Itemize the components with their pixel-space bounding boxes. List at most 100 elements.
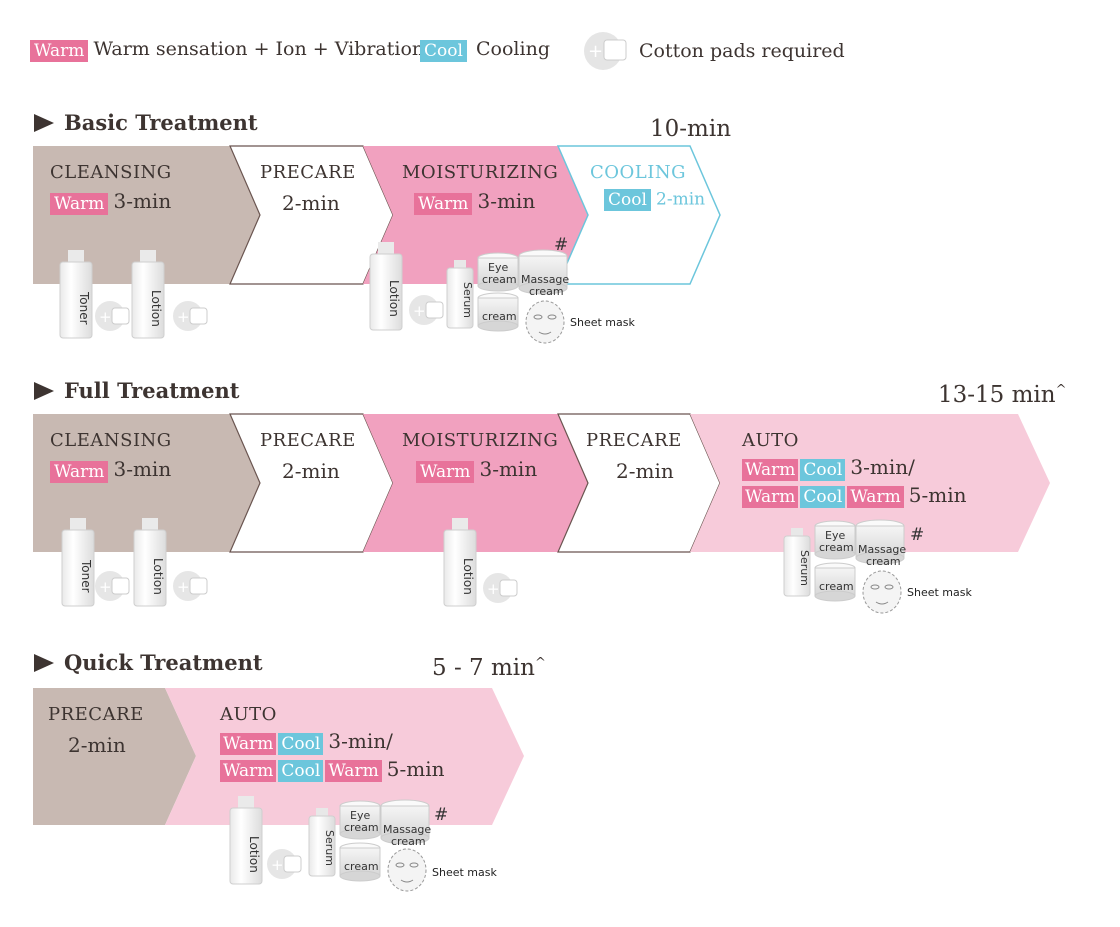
svg-text:Eye: Eye bbox=[825, 529, 845, 542]
warm-badge: Warm bbox=[220, 732, 277, 755]
basic-toner-bottle: Toner bbox=[59, 249, 93, 339]
full-moist-arrow bbox=[363, 414, 588, 552]
full-lotion-bottle: Lotion bbox=[133, 517, 167, 607]
basic-total: 10-min bbox=[650, 116, 732, 142]
svg-text:Lotion: Lotion bbox=[461, 558, 475, 595]
legend-pads-desc: Cotton pads required bbox=[639, 40, 845, 62]
basic-toner-pad bbox=[94, 300, 130, 332]
full-title: Full Treatment bbox=[34, 378, 239, 403]
basic-step-precare: PRECARE 2-min bbox=[260, 162, 356, 215]
full-lotion2-bottle: Lotion bbox=[443, 517, 477, 607]
warm-badge: Warm bbox=[414, 192, 473, 215]
svg-text:cream: cream bbox=[819, 580, 854, 593]
basic-sheet-mask-label: Sheet mask bbox=[570, 316, 635, 329]
quick-sheet-mask bbox=[387, 848, 427, 892]
svg-text:cream: cream bbox=[482, 273, 517, 286]
basic-cleansing-arrow bbox=[33, 146, 260, 284]
quick-hash-mark: # bbox=[434, 805, 448, 825]
basic-step-cooling: COOLING Cool 2-min bbox=[590, 162, 706, 211]
warm-badge: Warm bbox=[742, 486, 799, 508]
svg-text:Serum: Serum bbox=[461, 282, 474, 318]
svg-text:cream: cream bbox=[529, 285, 564, 298]
full-lotion-pad bbox=[172, 570, 208, 602]
warm-badge: Warm bbox=[220, 760, 277, 782]
warm-badge: Warm bbox=[847, 486, 904, 508]
warm-badge: Warm bbox=[325, 760, 382, 782]
legend-cool-desc: Cooling bbox=[476, 38, 550, 60]
svg-text:Massage: Massage bbox=[521, 273, 569, 286]
svg-text:Massage: Massage bbox=[383, 823, 431, 836]
cotton-pad-icon: + bbox=[584, 32, 627, 70]
cool-badge: Cool bbox=[604, 189, 651, 211]
full-arrow-icon bbox=[34, 382, 54, 400]
svg-text:cream: cream bbox=[344, 860, 379, 873]
basic-moist-arrow bbox=[363, 146, 588, 284]
cool-badge: Cool bbox=[800, 458, 846, 481]
legend-cool: Cool Cooling bbox=[420, 38, 550, 62]
svg-text:Eye: Eye bbox=[350, 809, 370, 822]
svg-text:Lotion: Lotion bbox=[149, 290, 163, 327]
full-serum: Serum bbox=[783, 527, 811, 597]
full-toner-pad bbox=[94, 570, 130, 602]
quick-auto-arrow bbox=[165, 688, 524, 825]
basic-serum: Serum bbox=[446, 259, 474, 329]
svg-text:cream: cream bbox=[819, 541, 854, 554]
quick-sheet-mask-label: Sheet mask bbox=[432, 866, 497, 879]
basic-arrow-icon bbox=[34, 114, 54, 132]
full-step-precare2: PRECARE 2-min bbox=[586, 430, 682, 483]
full-step-cleansing: CLEANSING Warm 3-min bbox=[50, 430, 172, 483]
cool-badge: Cool bbox=[800, 486, 846, 508]
quick-cream-jar: cream bbox=[339, 842, 381, 882]
warm-badge: Warm bbox=[50, 192, 109, 215]
cotton-plus-glyph: + bbox=[588, 41, 603, 62]
legend: Warm Warm sensation + Ion + Vibration bbox=[30, 38, 424, 62]
full-step-precare: PRECARE 2-min bbox=[260, 430, 356, 483]
svg-text:Lotion: Lotion bbox=[247, 836, 261, 873]
svg-text:Serum: Serum bbox=[798, 550, 811, 586]
basic-lotion2-pad bbox=[408, 294, 444, 326]
svg-text:Eye: Eye bbox=[488, 261, 508, 274]
warm-badge: Warm bbox=[416, 460, 475, 483]
full-massage-cream-jar: Massage cream bbox=[855, 519, 906, 568]
legend-warm-desc: Warm sensation + Ion + Vibration bbox=[93, 38, 425, 60]
full-sheet-mask-label: Sheet mask bbox=[907, 586, 972, 599]
quick-title: Quick Treatment bbox=[34, 650, 263, 675]
basic-hash-mark: # bbox=[554, 235, 568, 255]
basic-lotion-bottle: Lotion bbox=[131, 249, 165, 339]
quick-serum: Serum bbox=[308, 807, 336, 877]
full-toner-bottle: Toner bbox=[61, 517, 95, 607]
svg-text:Lotion: Lotion bbox=[151, 558, 165, 595]
svg-text:cream: cream bbox=[391, 835, 426, 848]
svg-text:Lotion: Lotion bbox=[387, 280, 401, 317]
quick-massage-cream-jar: Massage cream bbox=[380, 799, 431, 848]
basic-lotion2-bottle: Lotion bbox=[369, 241, 403, 331]
basic-massage-cream-jar: Massage cream bbox=[518, 249, 569, 298]
quick-total: 5 - 7 min^ bbox=[432, 655, 546, 681]
full-step-moisturizing: MOISTURIZING Warm 3-min bbox=[402, 430, 559, 483]
svg-text:cream: cream bbox=[866, 555, 901, 568]
legend-cool-badge: Cool bbox=[420, 39, 467, 62]
cool-badge: Cool bbox=[278, 760, 324, 782]
svg-text:Massage: Massage bbox=[858, 543, 906, 556]
quick-eye-cream-jar: Eye cream bbox=[339, 800, 381, 840]
full-hash-mark: # bbox=[910, 525, 924, 545]
full-sheet-mask bbox=[862, 570, 902, 614]
full-auto-arrow bbox=[690, 414, 1050, 552]
full-lotion2-pad bbox=[482, 572, 518, 604]
quick-lotion-bottle: Lotion bbox=[229, 795, 263, 885]
basic-step-cleansing: CLEANSING Warm 3-min bbox=[50, 162, 172, 215]
basic-eye-cream-jar: Eye cream bbox=[477, 252, 519, 292]
full-cleansing-arrow bbox=[33, 414, 260, 552]
basic-lotion-pad bbox=[172, 300, 208, 332]
svg-text:Serum: Serum bbox=[323, 830, 336, 866]
warm-badge: Warm bbox=[50, 460, 109, 483]
quick-lotion-pad bbox=[266, 848, 302, 880]
svg-text:cream: cream bbox=[344, 821, 379, 834]
basic-sheet-mask bbox=[525, 300, 565, 344]
quick-arrow-icon bbox=[34, 654, 54, 672]
svg-text:Toner: Toner bbox=[77, 291, 91, 325]
